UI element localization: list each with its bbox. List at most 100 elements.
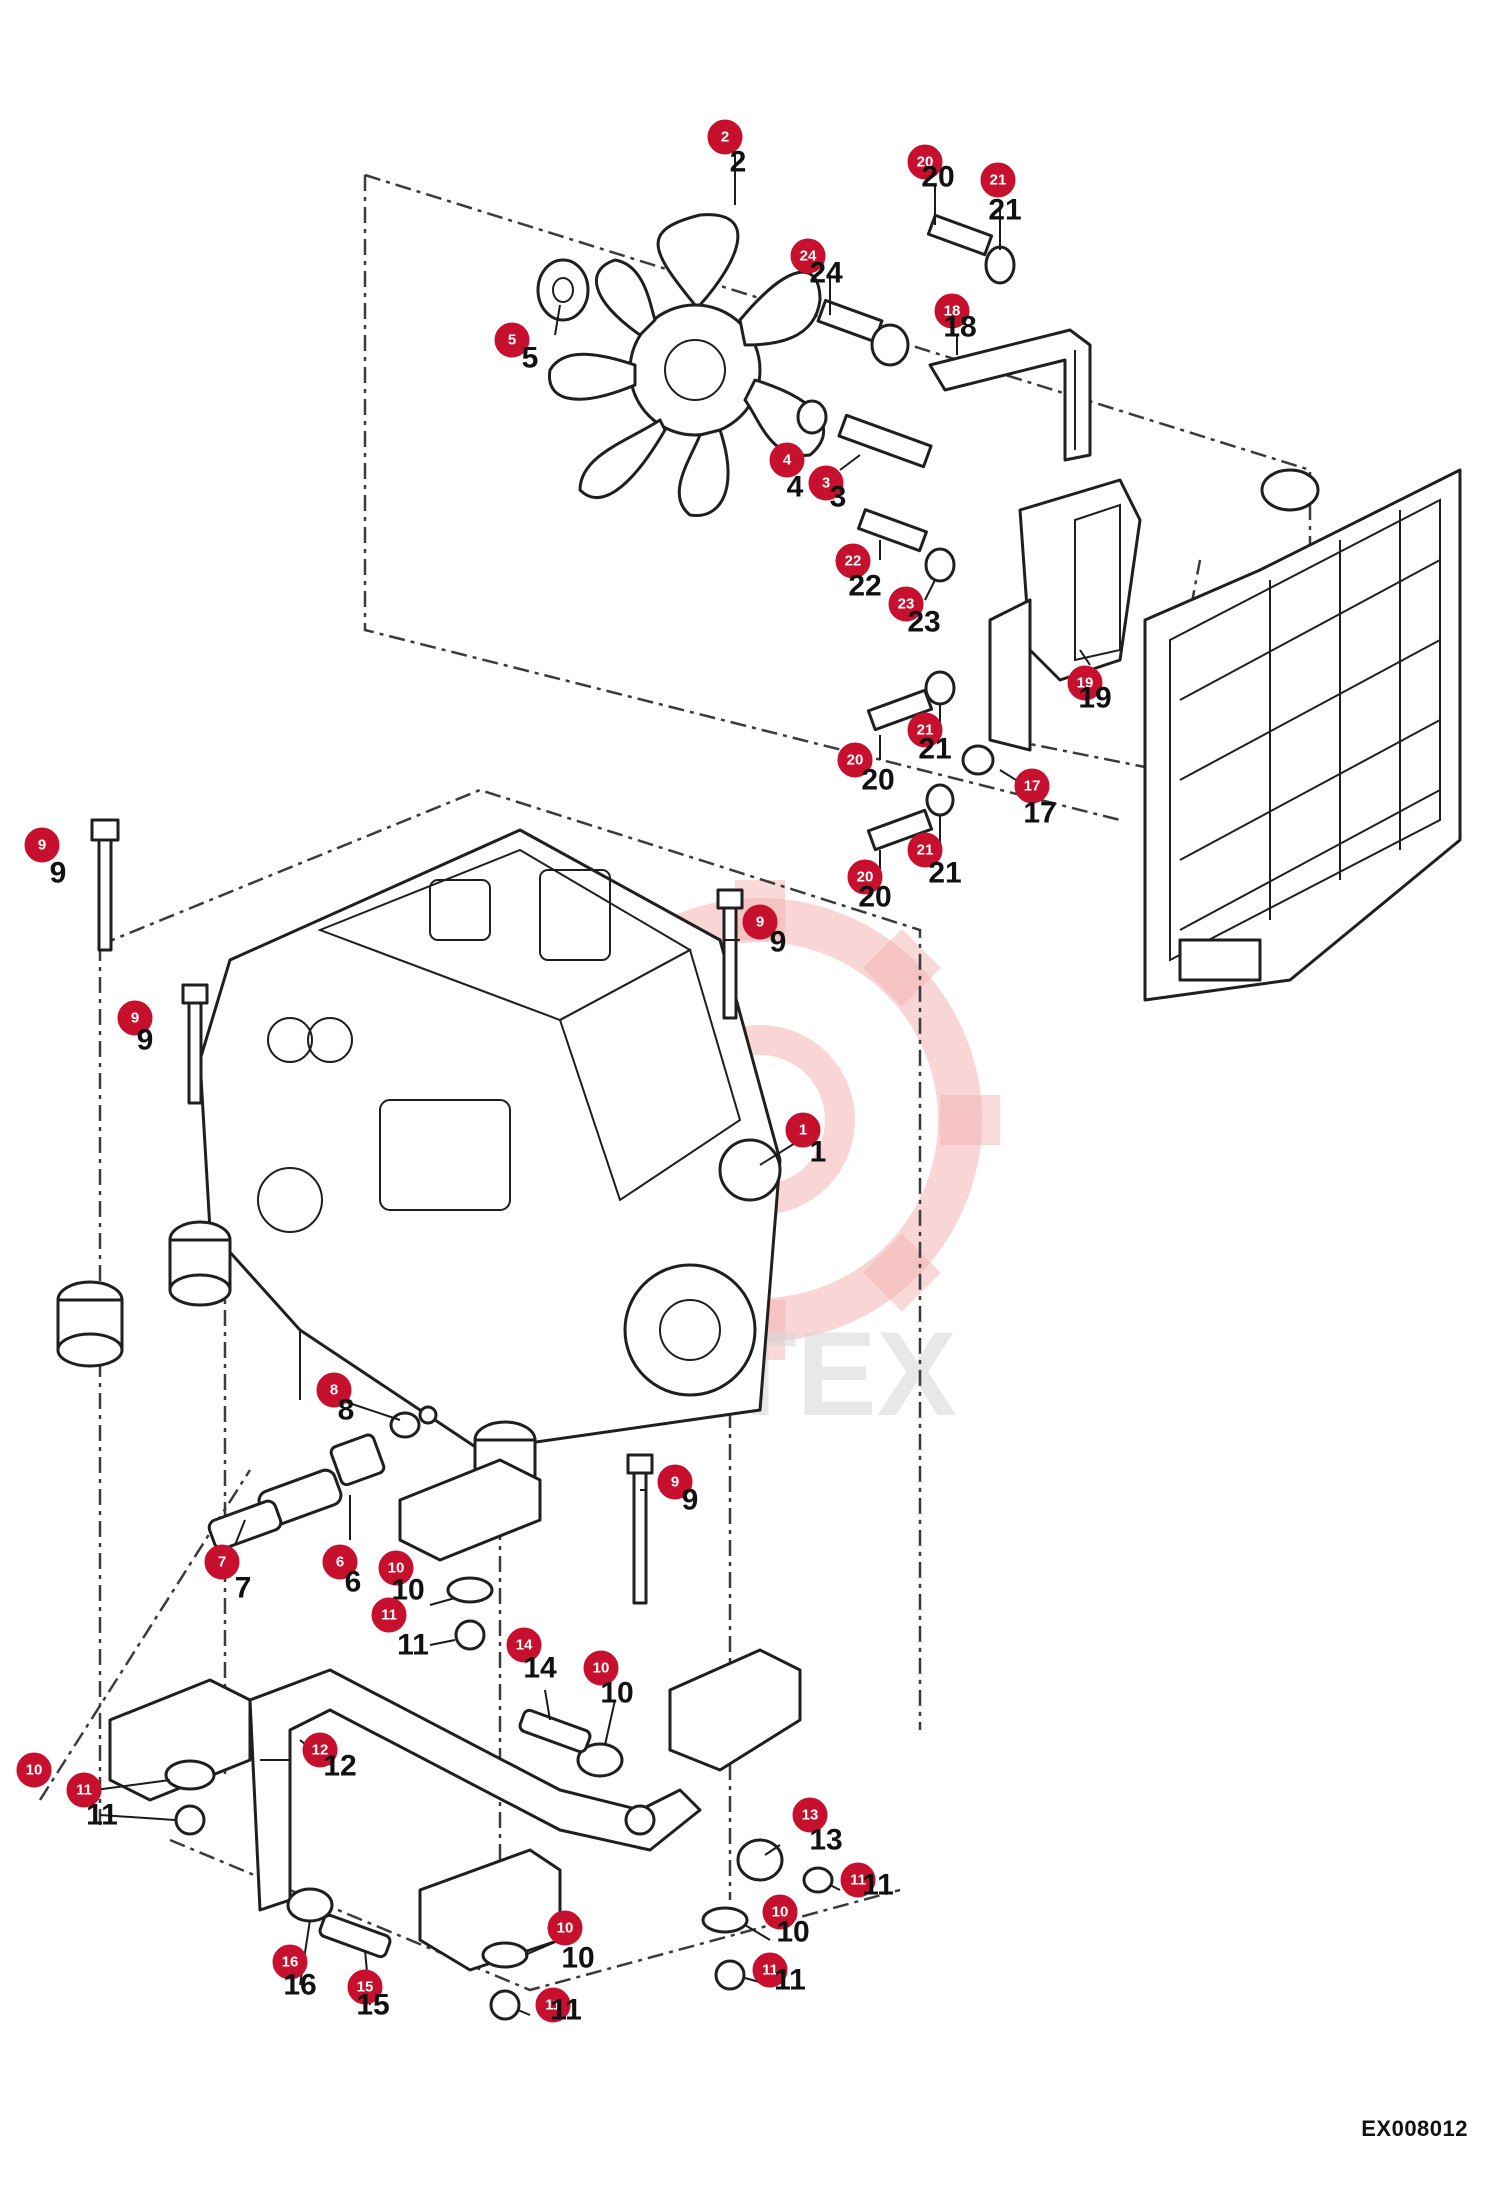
svg-text:14: 14 xyxy=(516,1637,533,1654)
part-number-11-a: 11 xyxy=(397,1629,429,1662)
callout-8[interactable]: 8 xyxy=(316,1372,352,1408)
svg-text:10: 10 xyxy=(388,1560,405,1577)
svg-text:2: 2 xyxy=(721,129,729,146)
callout-21-top[interactable]: 21 xyxy=(980,162,1016,198)
callout-20-mid[interactable]: 20 xyxy=(837,742,873,778)
svg-text:10: 10 xyxy=(26,1762,43,1779)
callout-1[interactable]: 1 xyxy=(785,1112,821,1148)
fan-hardware xyxy=(536,213,1016,469)
callout-24[interactable]: 24 xyxy=(790,238,826,274)
part-number-10-f: 11 xyxy=(587,1949,589,1951)
callout-21-mid[interactable]: 21 xyxy=(907,712,943,748)
svg-text:11: 11 xyxy=(762,1962,778,1979)
part-number-19: 19 xyxy=(1078,682,1111,715)
callout-13[interactable]: 13 xyxy=(792,1797,828,1833)
svg-text:12: 12 xyxy=(312,1742,329,1759)
callout-9-b[interactable]: 9 xyxy=(742,904,778,940)
svg-text:21: 21 xyxy=(917,842,934,859)
callout-19[interactable]: 19 xyxy=(1067,665,1103,701)
part-number-20-mid: 20 xyxy=(861,764,894,797)
callout-15[interactable]: 15 xyxy=(347,1969,383,2005)
callout-9-a[interactable]: 9 xyxy=(24,827,60,863)
callout-9-c[interactable]: 9 xyxy=(117,1000,153,1036)
callout-14[interactable]: 14 xyxy=(506,1627,542,1663)
callout-6[interactable]: 6 xyxy=(322,1544,358,1580)
svg-text:24: 24 xyxy=(800,248,817,265)
svg-text:22: 22 xyxy=(845,553,862,570)
radiator xyxy=(1143,468,1462,1002)
svg-text:5: 5 xyxy=(508,332,516,349)
figure-code: EX008012 xyxy=(1361,2116,1468,2141)
svg-text:11: 11 xyxy=(76,1782,92,1799)
part-number-13: 13 xyxy=(809,1824,842,1857)
callout-10-b[interactable]: 10 xyxy=(583,1650,619,1686)
part-number-4: 4 xyxy=(787,471,804,504)
svg-text:21: 21 xyxy=(917,722,934,739)
part-number-6: 6 xyxy=(345,1566,362,1599)
part-number-5: 5 xyxy=(522,342,539,375)
callout-23[interactable]: 23 xyxy=(888,586,924,622)
part-number-7: 7 xyxy=(235,1572,252,1605)
part-number-1: 1 xyxy=(810,1136,827,1169)
part-number-11-b: 11 xyxy=(86,1799,118,1832)
svg-text:16: 16 xyxy=(282,1954,299,1971)
callout-3[interactable]: 3 xyxy=(808,465,844,501)
part-number-21-top: 21 xyxy=(988,194,1021,227)
callout-20-lower[interactable]: 20 xyxy=(847,859,883,895)
callout-10-c[interactable]: 10 xyxy=(16,1752,52,1788)
part-number-23: 23 xyxy=(907,606,940,639)
callout-11-c[interactable]: 11 xyxy=(840,1862,876,1898)
svg-text:20: 20 xyxy=(847,752,864,769)
part-number-22: 22 xyxy=(848,570,881,603)
side-shroud xyxy=(857,478,1142,852)
svg-text:21: 21 xyxy=(990,172,1007,189)
part-number-2: 2 xyxy=(730,146,747,179)
svg-text:8: 8 xyxy=(330,1382,338,1399)
part-number-14: 14 xyxy=(523,1652,557,1685)
callout-9-d[interactable]: 9 xyxy=(657,1464,693,1500)
part-number-21-lower: 21 xyxy=(928,857,961,890)
svg-text:7: 7 xyxy=(218,1554,226,1571)
callouts: 2 2 20 20 21 21 24 24 18 18 5 xyxy=(16,119,1112,2027)
callout-17[interactable]: 17 xyxy=(1014,768,1050,804)
svg-text:20: 20 xyxy=(917,154,934,171)
callout-18[interactable]: 18 xyxy=(934,293,970,329)
callout-2[interactable]: 2 xyxy=(707,119,743,155)
callout-10-d[interactable]: 10 xyxy=(547,1910,583,1946)
callout-10-a[interactable]: 10 xyxy=(378,1550,414,1586)
svg-text:18: 18 xyxy=(944,303,961,320)
svg-text:11: 11 xyxy=(381,1607,397,1624)
svg-text:4: 4 xyxy=(783,452,792,469)
callout-11-e[interactable]: 11 xyxy=(535,1987,571,2023)
part-number-18: 18 xyxy=(943,311,976,344)
callout-11-a[interactable]: 11 xyxy=(371,1597,407,1633)
callout-10-e[interactable]: 10 xyxy=(762,1894,798,1930)
svg-text:20: 20 xyxy=(857,869,874,886)
svg-text:10: 10 xyxy=(772,1904,789,1921)
part-number-12: 12 xyxy=(323,1750,356,1783)
bolts-9 xyxy=(90,818,744,1605)
svg-text:9: 9 xyxy=(38,837,46,854)
part-number-10-d: 10 xyxy=(561,1942,594,1975)
callout-11-d[interactable]: 11 xyxy=(752,1952,788,1988)
engine-block xyxy=(198,828,782,1452)
callout-22[interactable]: 22 xyxy=(835,543,871,579)
callout-7[interactable]: 7 xyxy=(204,1544,240,1580)
part-number-11-c: 11 xyxy=(862,1869,894,1902)
callout-12[interactable]: 12 xyxy=(302,1732,338,1768)
callout-5[interactable]: 5 xyxy=(494,322,530,358)
svg-text:9: 9 xyxy=(131,1010,139,1027)
svg-text:9: 9 xyxy=(671,1474,679,1491)
callout-11-b[interactable]: 11 xyxy=(66,1772,102,1808)
callout-21-lower[interactable]: 21 xyxy=(907,832,943,868)
part-number-11-d: 11 xyxy=(774,1964,806,1997)
svg-text:13: 13 xyxy=(802,1807,819,1824)
part-number-8: 8 xyxy=(338,1394,355,1427)
callout-4[interactable]: 4 xyxy=(769,442,805,478)
part-number-21-mid: 21 xyxy=(918,733,951,766)
part-number-3: 3 xyxy=(830,481,847,514)
callout-20-top[interactable]: 20 xyxy=(907,144,943,180)
cooling-fan xyxy=(547,213,826,518)
callout-16[interactable]: 16 xyxy=(272,1944,308,1980)
